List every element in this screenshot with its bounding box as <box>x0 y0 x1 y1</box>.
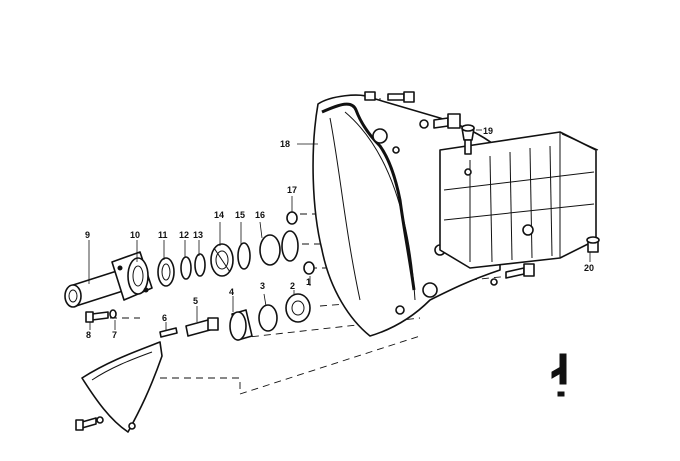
shim-rings <box>237 230 299 270</box>
callout-19: 19 <box>483 126 493 136</box>
callout-12: 12 <box>179 230 189 240</box>
callout-2: 2 <box>290 281 295 291</box>
flange-bolt <box>85 309 117 323</box>
callout-17: 17 <box>287 185 297 195</box>
callout-13: 13 <box>193 230 203 240</box>
sheet-marker <box>551 353 567 397</box>
guide-tube <box>64 269 127 308</box>
callout-11: 11 <box>158 230 168 240</box>
small-seal <box>303 261 315 275</box>
output-bearing <box>285 293 311 323</box>
gearbox-case <box>439 131 599 269</box>
dowel <box>159 327 178 338</box>
drain-plug <box>586 236 600 253</box>
callout-15: 15 <box>235 210 245 220</box>
callout-16: 16 <box>255 210 265 220</box>
housing-gasket <box>321 102 416 291</box>
callout-6: 6 <box>162 313 167 323</box>
end-cap <box>229 309 253 341</box>
snap-rings <box>180 253 206 280</box>
breather-cap <box>461 124 475 155</box>
callout-8: 8 <box>86 330 91 340</box>
bushing <box>286 211 298 225</box>
guard-plate <box>81 341 163 433</box>
callout-9: 9 <box>85 230 90 240</box>
guard-bolt <box>75 416 104 431</box>
callout-10: 10 <box>130 230 140 240</box>
callout-labels: 1 2 3 4 5 6 7 8 9 10 11 12 13 14 15 16 1… <box>85 126 594 340</box>
guide-pin <box>185 317 219 337</box>
callout-4: 4 <box>229 287 234 297</box>
leader-lines <box>88 129 591 330</box>
input-bearing <box>210 243 234 277</box>
callout-18: 18 <box>280 139 290 149</box>
callout-3: 3 <box>260 281 265 291</box>
callout-5: 5 <box>193 296 198 306</box>
lower-bolt <box>490 263 535 286</box>
callout-20: 20 <box>584 263 594 273</box>
callout-1: 1 <box>306 277 311 287</box>
cover-flange <box>111 251 153 301</box>
retaining-ring <box>258 304 278 332</box>
top-bolts <box>364 91 461 129</box>
shaft-seal <box>157 257 175 287</box>
callout-7: 7 <box>112 330 117 340</box>
callout-14: 14 <box>214 210 224 220</box>
